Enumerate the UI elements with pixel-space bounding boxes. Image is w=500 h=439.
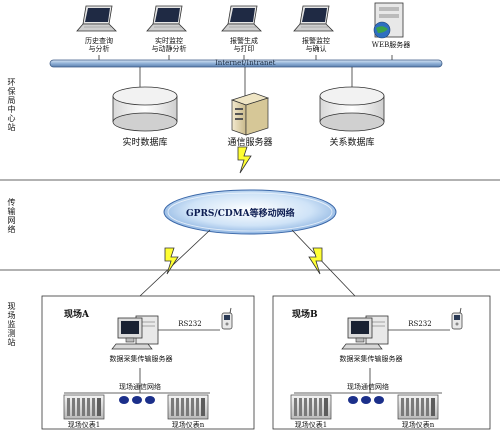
instrument-icon-a1 bbox=[63, 394, 105, 420]
network-label: Internet/Intranet bbox=[215, 59, 276, 67]
workstation-label-alarm-mon: 报警监控与确认 bbox=[302, 37, 330, 53]
site-a-server-label: 数据采集传输服务器 bbox=[109, 355, 173, 363]
workstation-label-history: 历史查询与分析 bbox=[85, 37, 113, 53]
site-a-rs232-label: RS232 bbox=[178, 320, 202, 328]
laptop-icon-realtime bbox=[146, 5, 187, 32]
relational-database-icon bbox=[319, 86, 385, 132]
link-cloud-site-b bbox=[291, 229, 356, 297]
comm-server-icon bbox=[230, 92, 270, 136]
workstation-label-alarm-gen: 报警生成与打印 bbox=[230, 37, 258, 53]
site-a-inst1-label: 现场仪表1 bbox=[67, 421, 101, 429]
site-b-rs232-label: RS232 bbox=[408, 320, 432, 328]
site-a-title: 现场A bbox=[64, 310, 89, 320]
web-server-icon bbox=[373, 2, 404, 39]
workstation-label-realtime: 实时监控与动静分析 bbox=[151, 37, 187, 53]
instrument-icon-bn bbox=[397, 394, 439, 420]
mobile-network-cloud bbox=[163, 189, 337, 235]
cloud-label: GPRS/CDMA等移动网络 bbox=[186, 209, 295, 219]
laptop-icon-history bbox=[76, 5, 117, 32]
site-b-title: 现场B bbox=[292, 310, 318, 320]
site-b-instn-label: 现场仪表n bbox=[401, 421, 435, 429]
pc-icon-site-b bbox=[341, 315, 389, 350]
site-b-net-label: 现场通信网络 bbox=[347, 383, 389, 391]
section-label-field: 现场监测站 bbox=[7, 302, 16, 347]
link-cloud-site-a bbox=[139, 229, 211, 297]
site-a-instn-label: 现场仪表n bbox=[171, 421, 205, 429]
wireless-link-icon-center bbox=[237, 146, 252, 174]
section-label-transmission: 传输网络 bbox=[7, 198, 16, 234]
relational-db-label: 关系数据库 bbox=[329, 138, 375, 148]
site-b-server-label: 数据采集传输服务器 bbox=[339, 355, 403, 363]
section-label-center: 环保局中心站 bbox=[7, 78, 16, 132]
ellipsis-dots-a bbox=[119, 396, 155, 404]
instrument-icon-an bbox=[167, 394, 209, 420]
network-bus bbox=[49, 59, 443, 68]
workstation-links bbox=[98, 55, 393, 98]
instrument-icon-b1 bbox=[290, 394, 332, 420]
laptop-icon-alarm-gen bbox=[221, 5, 262, 32]
realtime-db-label: 实时数据库 bbox=[122, 138, 168, 148]
laptop-icon-alarm-mon bbox=[293, 5, 334, 32]
site-b-inst1-label: 现场仪表1 bbox=[294, 421, 328, 429]
site-a-net-label: 现场通信网络 bbox=[119, 383, 161, 391]
pc-icon-site-a bbox=[111, 315, 159, 350]
ellipsis-dots-b bbox=[348, 396, 384, 404]
web-server-label: WEB服务器 bbox=[371, 41, 411, 49]
comm-server-label: 通信服务器 bbox=[227, 138, 273, 148]
realtime-database-icon bbox=[112, 86, 178, 132]
